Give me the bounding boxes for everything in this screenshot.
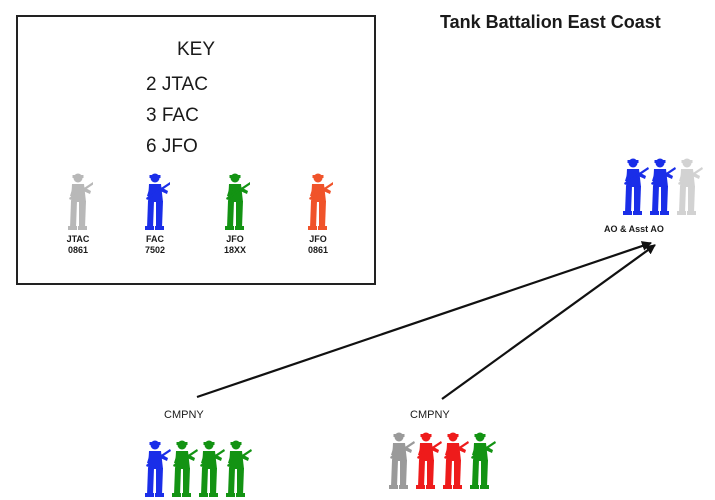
soldier-group-figures	[623, 158, 703, 215]
soldier-group-figures	[145, 440, 252, 497]
legend-role: JFO	[226, 234, 244, 244]
legend-item-fac: FAC 7502	[125, 172, 185, 256]
legend-code: 0861	[67, 245, 89, 255]
ao-group	[618, 157, 710, 217]
soldier-icon	[145, 173, 170, 230]
legend-item-jfo-18xx: JFO 18XX	[205, 172, 265, 256]
legend-code: 7502	[144, 245, 166, 255]
key-heading: KEY	[176, 39, 216, 60]
soldier-figure	[443, 432, 469, 489]
soldier-figure	[677, 158, 703, 215]
company-right-label: CMPNY	[410, 409, 450, 421]
ao-label: AO & Asst AO	[604, 224, 664, 234]
soldier-figure	[308, 173, 333, 230]
soldier-figure	[470, 432, 496, 489]
soldier-figure	[623, 158, 649, 215]
legend-code: 0861	[307, 245, 329, 255]
diagram-title: Tank Battalion East Coast	[440, 12, 661, 32]
soldier-icon	[225, 173, 250, 230]
soldier-figure	[416, 432, 442, 489]
soldier-figure	[199, 440, 225, 497]
legend-role: JFO	[309, 234, 327, 244]
legend-role: FAC	[146, 234, 164, 244]
soldier-figure	[145, 440, 171, 497]
key-box: KEY 2 JTAC 3 FAC 6 JFO JTAC 0861 FAC 750…	[16, 15, 376, 285]
company-left-label: CMPNY	[164, 409, 204, 421]
legend-role: JTAC	[66, 234, 90, 244]
arrow-left-company-to-ao	[196, 241, 652, 399]
soldier-figure	[225, 173, 250, 230]
soldier-icon	[68, 173, 93, 230]
company-left-group	[140, 439, 260, 499]
soldier-figure	[68, 173, 93, 230]
arrow-right-company-to-ao	[441, 244, 656, 400]
legend-code: 18XX	[223, 245, 247, 255]
legend-item-jfo-0861: JFO 0861	[288, 172, 348, 256]
soldier-figure	[389, 432, 415, 489]
soldier-figure	[226, 440, 252, 497]
soldier-figure	[145, 173, 170, 230]
key-line-fac-count: 3 FAC	[146, 105, 199, 126]
soldier-figure	[650, 158, 676, 215]
soldier-group-figures	[389, 432, 496, 489]
legend-item-jtac: JTAC 0861	[48, 172, 108, 256]
soldier-icon	[308, 173, 333, 230]
key-line-jtac-count: 2 JTAC	[146, 74, 208, 95]
key-line-jfo-count: 6 JFO	[146, 136, 198, 157]
soldier-figure	[172, 440, 198, 497]
company-right-group	[384, 431, 504, 491]
